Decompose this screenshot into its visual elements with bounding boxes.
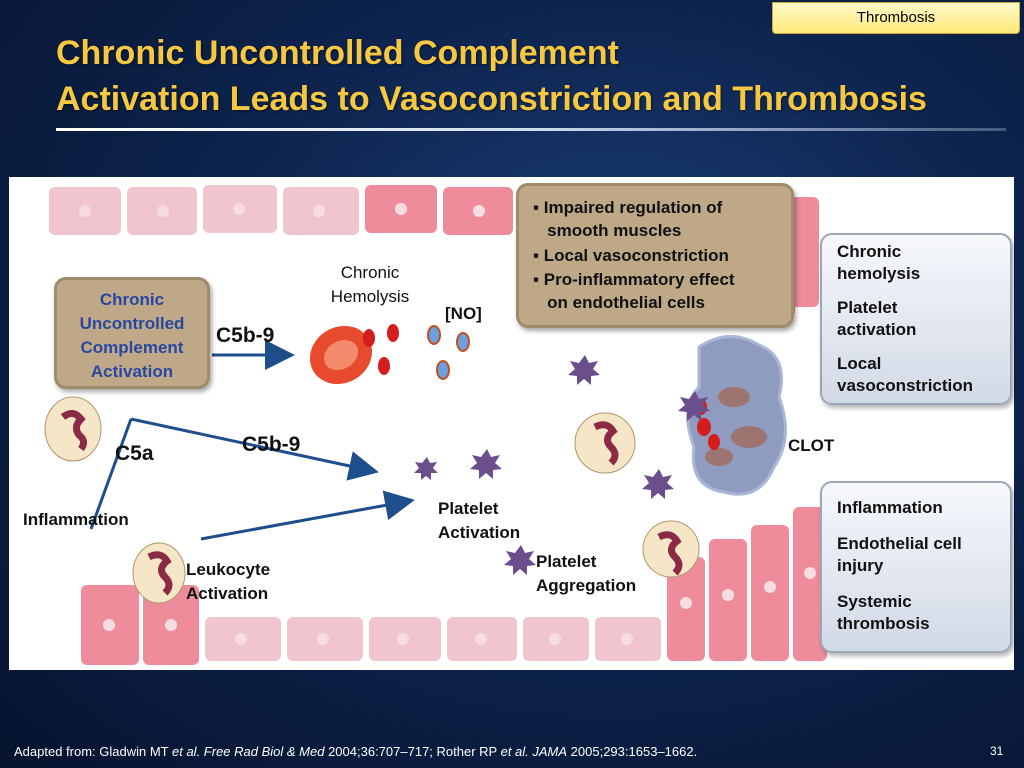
bullet-2: ▪ Local vasoconstriction <box>533 246 729 265</box>
title-line-2: Activation Leads to Vasoconstriction and… <box>56 80 927 118</box>
title-divider <box>56 128 1006 131</box>
platelet-icon <box>642 469 674 499</box>
section-tag: Thrombosis <box>772 2 1020 34</box>
c5a-label: C5a <box>115 442 154 465</box>
page-number: 31 <box>990 744 1004 758</box>
platelet-icon <box>470 449 502 479</box>
platelet-icon <box>504 545 536 575</box>
complement-line-4: Activation <box>90 362 174 381</box>
inflammation-label: Inflammation <box>23 510 129 529</box>
red-blood-cell <box>363 329 375 347</box>
complement-line-1: Chronic <box>99 290 165 309</box>
complement-activation-box: Chronic Uncontrolled Complement Activati… <box>54 277 210 389</box>
complement-line-2: Uncontrolled <box>79 314 185 333</box>
no-molecule <box>427 325 441 345</box>
platelet-icon <box>414 457 438 480</box>
arrow-to-platelets <box>130 417 379 481</box>
platelet-icon <box>678 391 710 421</box>
slide-title: Chronic Uncontrolled Complement Activati… <box>56 30 1006 122</box>
no-molecule <box>456 332 470 352</box>
title-line-1: Chronic Uncontrolled Complement <box>56 34 619 72</box>
arrow-leukocyte-to-platelets <box>200 490 415 541</box>
c5b9-label-top: C5b-9 <box>216 324 275 347</box>
clot-illustration <box>686 335 787 496</box>
diagram-panel: Chronic Uncontrolled Complement Activati… <box>9 177 1014 670</box>
citation-footer: Adapted from: Gladwin MT et al. Free Rad… <box>14 744 698 759</box>
bullet-3: ▪ Pro-inflammatory effect on endothelial… <box>533 270 735 312</box>
cells-illustration <box>44 324 710 604</box>
no-label: [NO] <box>445 304 482 323</box>
red-blood-cell <box>378 357 390 375</box>
red-blood-cell <box>387 324 399 342</box>
platelet-icon <box>568 355 600 385</box>
clot-label: CLOT <box>788 436 835 455</box>
no-molecule <box>436 360 450 380</box>
bullet-1: ▪ Impaired regulation of smooth muscles <box>533 198 723 240</box>
effects-box: ▪ Impaired regulation of smooth muscles … <box>516 183 794 328</box>
arrow-inflammation <box>89 418 133 530</box>
right-bottom-item-1: Inflammation <box>837 498 943 517</box>
leukocyte-icons <box>44 396 700 604</box>
c5b9-label-mid: C5b-9 <box>242 433 301 456</box>
complement-line-3: Complement <box>80 338 184 357</box>
